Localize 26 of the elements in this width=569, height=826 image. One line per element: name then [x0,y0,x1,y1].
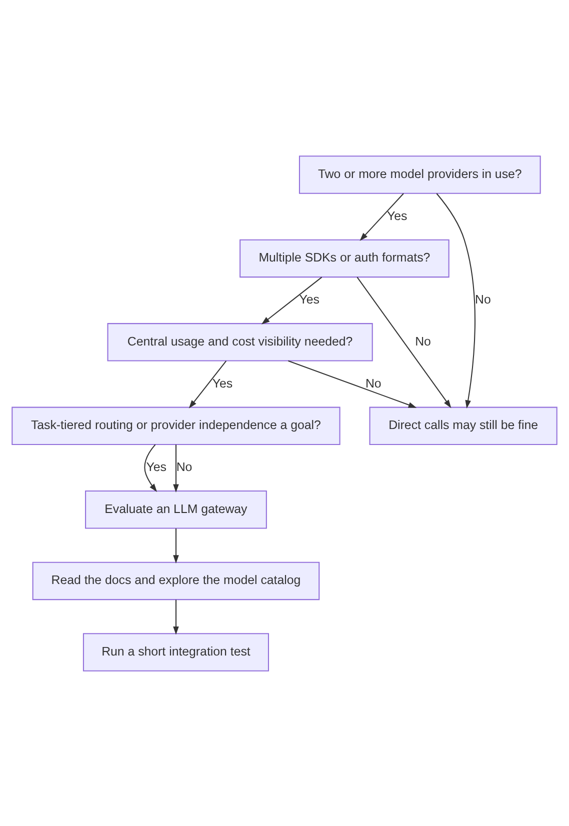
node-box: Read the docs and explore the model catalog [32,561,320,600]
node-box: Two or more model providers in use? [298,155,541,194]
node-box: Multiple SDKs or auth formats? [240,238,450,278]
edge-label: Yes [299,292,320,306]
edge-label: Yes [212,376,233,390]
edge-label: Yes [146,459,166,474]
arrow [360,192,404,240]
arrow [173,528,179,563]
node-box: Task-tiered routing or provider independence a goal? [12,406,340,445]
node-box: Central usage and cost visibility needed? [107,322,373,361]
arrow [261,276,322,324]
edge-label: No [415,334,431,348]
node-box: Evaluate an LLM gateway [85,490,267,528]
arrow [288,360,417,408]
arrow [173,599,179,634]
arrow [173,444,179,492]
arrow [188,360,227,408]
node-box: Direct calls may still be fine [369,406,558,445]
edge-label: No [365,376,382,390]
node-box: Run a short integration test [82,632,269,671]
edge-label: Yes [387,208,408,222]
arrow [356,276,452,408]
edge-label: No [176,459,192,474]
arrow [144,444,158,492]
arrow [436,192,476,408]
edge-label: No [475,292,491,306]
